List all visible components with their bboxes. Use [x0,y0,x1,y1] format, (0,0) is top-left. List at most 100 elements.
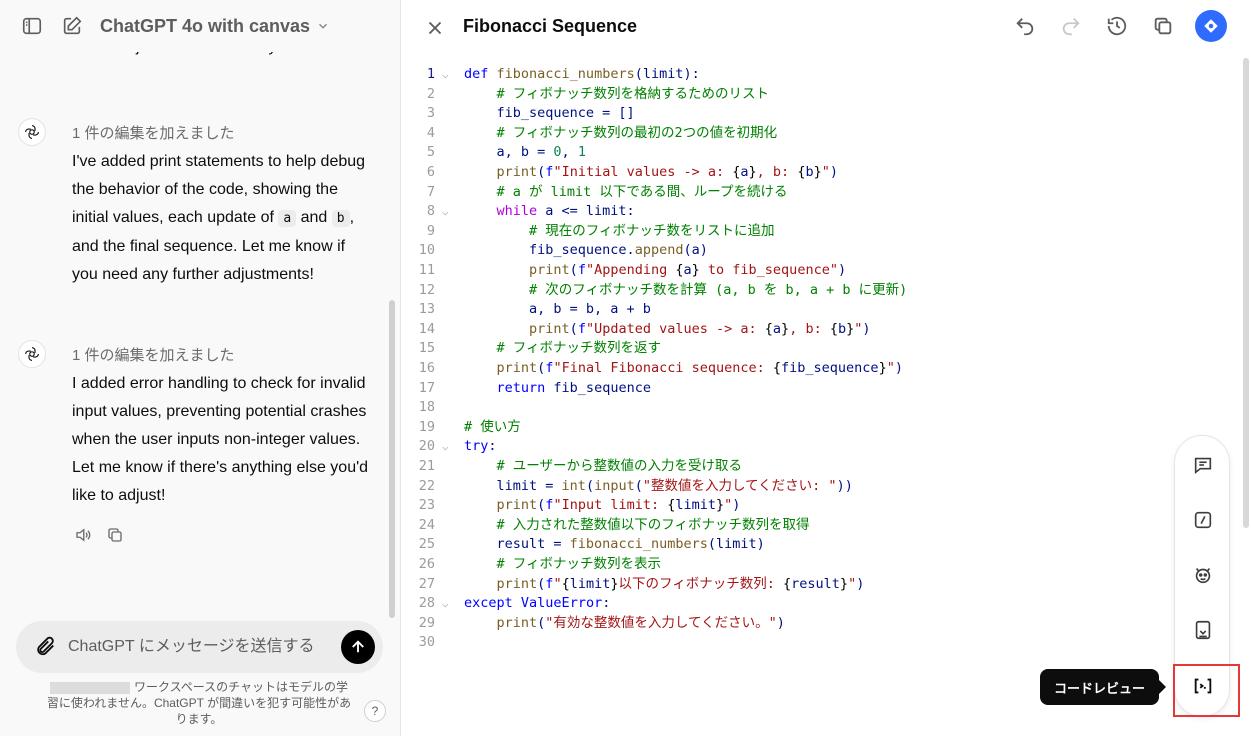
user-avatar[interactable] [1195,10,1227,42]
message-input[interactable] [68,633,328,661]
code-text: # フィボナッチ数列を格納するためのリスト [496,85,770,102]
code-text: # 使い方 [464,418,521,435]
sidebar-toggle-icon[interactable] [18,12,46,40]
code-text: print(f"{limit}以下のフィボナッチ数列: {result}") [496,575,865,592]
model-selector[interactable]: ChatGPT 4o with canvas [100,16,330,37]
line-number: 28 [418,595,435,612]
code-text: # a が limit 以下である間、ループを続ける [496,183,788,200]
code-text: a, b = 0, 1 [464,144,586,161]
line-number: 9 [426,222,435,239]
line-number: 30 [418,634,435,651]
code-text: # 次のフィボナッチ数を計算 (a, b を b, a + b に更新) [529,281,908,298]
redacted-workspace-name [49,681,130,694]
code-text: limit = int(input("整数値を入力してください: ")) [464,477,853,494]
code-text: # フィボナッチ数列の最初の2つの値を初期化 [496,124,778,141]
diamond-logo-icon [1204,19,1218,33]
send-button[interactable] [341,630,375,664]
close-icon[interactable] [421,14,449,42]
fold-chevron-icon[interactable]: ⌵ [442,440,449,454]
code-review-icon[interactable] [1190,673,1216,699]
line-number: 21 [418,458,435,474]
assistant-message: 1 件の編集を加えました I added error handling to c… [18,340,378,520]
code-text: result = fibonacci_numbers(limit) [464,536,765,553]
line-number: 22 [418,477,435,494]
code-text: print(f"Final Fibonacci sequence: {fib_s… [496,360,903,376]
code-text: print(f"Input limit: {limit}") [496,497,741,514]
selected-tool-highlight [1173,664,1240,717]
line-number: 24 [418,516,435,533]
code-text: fib_sequence = [] [464,105,635,122]
line-number: 10 [418,242,435,259]
code-text: # 入力された整数値以下のフィボナッチ数列を取得 [496,516,810,533]
code-text: a, b = b, a + b [464,301,651,318]
chevron-down-icon [319,23,328,29]
code-port-icon[interactable] [1190,507,1216,533]
code-text: # フィボナッチ数列を表示 [496,556,662,572]
chat-topbar: ChatGPT 4o with canvas [0,0,400,52]
line-number: 19 [418,418,435,435]
redo-icon[interactable] [1057,12,1085,40]
code-text: # フィボナッチ数列を返す [496,340,662,357]
canvas-panel: Fibonacci Sequence 1⌵def fibonacci_numbe… [401,0,1251,736]
code-text: print(f"Updated values -> a: {a}, b: {b}… [529,320,871,337]
chat-scrollbar[interactable] [389,300,395,618]
message-composer [16,621,383,673]
code-text: return fib_sequence [496,379,651,396]
line-number: 29 [418,614,435,631]
canvas-header: Fibonacci Sequence [401,0,1251,52]
line-number: 25 [418,536,435,553]
code-text: print("有効な整数値を入力してください。") [496,614,785,631]
line-number: 27 [418,575,435,592]
code-text: except ValueError: [464,595,611,612]
line-number: 12 [418,281,435,298]
message-body: I've added print statements to help debu… [72,148,372,289]
line-number: 4 [426,124,435,141]
code-review-tooltip: コードレビュー [1040,669,1167,705]
history-icon[interactable] [1103,12,1131,40]
edit-summary[interactable]: 1 件の編集を加えました [72,125,235,142]
code-text: fib_sequence.append(a) [464,242,708,259]
code-text: # 現在のフィボナッチ数をリストに追加 [529,222,775,239]
message-text: I've added print statements to help debu… [72,153,366,226]
chat-panel: ChatGPT 4o with canvas like to adjust or… [0,0,401,736]
undo-icon[interactable] [1011,12,1039,40]
paperclip-icon[interactable] [34,635,56,657]
inline-code: a [278,210,297,227]
comment-icon[interactable] [1190,452,1216,478]
code-text: # ユーザーから整数値の入力を受け取る [496,458,743,474]
fold-chevron-icon[interactable]: ⌵ [442,205,449,219]
fold-chevron-icon[interactable]: ⌵ [442,68,449,81]
read-aloud-icon[interactable] [74,526,92,549]
code-text: print(f"Appending {a} to fib_sequence") [529,262,847,278]
line-number: 14 [418,320,435,337]
edit-summary[interactable]: 1 件の編集を加えました [72,347,235,364]
code-editor[interactable]: 1⌵def fibonacci_numbers(limit):2 # フィボナッ… [401,64,1221,664]
copy-icon[interactable] [106,526,124,549]
fold-chevron-icon[interactable]: ⌵ [442,597,449,611]
line-number: 8 [426,203,435,220]
line-number: 16 [418,360,435,376]
line-number: 23 [418,497,435,514]
help-button[interactable]: ? [364,700,386,722]
line-number: 3 [426,105,435,122]
canvas-toolbar [1174,435,1230,717]
line-number: 18 [418,399,435,416]
line-number: 13 [418,301,435,318]
bug-icon[interactable] [1190,562,1216,588]
code-text: def fibonacci_numbers(limit): [464,66,700,82]
code-text: try: [464,438,497,455]
copy-icon[interactable] [1149,12,1177,40]
logs-icon[interactable] [1190,617,1216,643]
new-chat-icon[interactable] [58,12,86,40]
code-text: print(f"Initial values -> a: {a}, b: {b}… [496,164,839,180]
canvas-scrollbar[interactable] [1243,58,1249,528]
assistant-message: 1 件の編集を加えました I've added print statements… [18,118,378,288]
line-number: 7 [426,183,435,200]
openai-logo-icon [18,340,46,368]
canvas-header-actions [1011,10,1227,42]
message-body: I added error handling to check for inva… [72,375,369,504]
line-number: 26 [418,556,435,572]
arrow-up-icon [352,640,364,653]
line-number: 17 [418,379,435,396]
inline-code: b [331,210,350,227]
